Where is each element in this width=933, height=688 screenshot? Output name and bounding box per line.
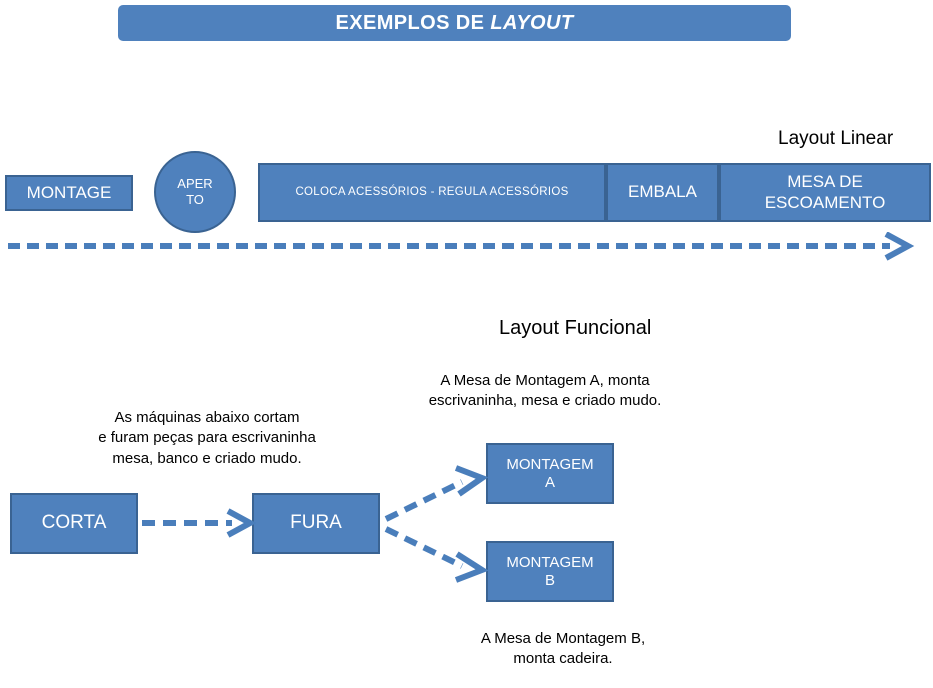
slide-title-banner: EXEMPLOS DE LAYOUT (118, 5, 791, 41)
station-box-mesa-de-escoamento[interactable]: MESA DE ESCOAMENTO (719, 163, 931, 222)
process-box-fura[interactable]: FURA (252, 493, 380, 554)
process-box-montagem-a-line2: A (544, 473, 555, 491)
edge-corta-to-fura (142, 508, 257, 538)
page-title-emphasis: LAYOUT (490, 11, 574, 34)
edge-fura-to-montagem-b (384, 526, 489, 583)
note-maquinas-line2: e furam peças para escrivaninha (98, 429, 316, 447)
station-box-montage[interactable]: MONTAGE (5, 175, 133, 211)
station-box-mesa-de-escoamento-line1: MESA DE (787, 172, 863, 192)
process-box-montagem-b-line2: B (544, 571, 555, 589)
note-maquinas: As máquinas abaixo cortam e furam peças … (62, 408, 352, 469)
station-circle-aperto[interactable]: APER TO (154, 151, 236, 233)
process-box-montagem-a[interactable]: MONTAGEM A (486, 443, 614, 504)
process-box-corta[interactable]: CORTA (10, 493, 138, 554)
page-title-prefix: EXEMPLOS DE (335, 11, 491, 34)
process-box-montagem-b[interactable]: MONTAGEM B (486, 541, 614, 602)
station-box-acessorios[interactable]: COLOCA ACESSÓRIOS - REGULA ACESSÓRIOS (258, 163, 606, 222)
station-box-mesa-de-escoamento-line2: ESCOAMENTO (764, 192, 886, 212)
linear-layout-label: Layout Linear (778, 128, 894, 149)
linear-flow-arrow (8, 232, 915, 261)
note-montagem-b-line1: A Mesa de Montagem B, (480, 630, 646, 647)
page-title: EXEMPLOS DE LAYOUT (336, 12, 574, 35)
linear-flow-arrow-head (884, 232, 915, 261)
note-maquinas-line1: As máquinas abaixo cortam (114, 409, 300, 426)
note-montagem-a-line2: escrivaninha, mesa e criado mudo. (428, 392, 662, 410)
note-montagem-a-line1: A Mesa de Montagem A, monta (440, 372, 650, 389)
process-box-montagem-a-line1: MONTAGEM (506, 455, 594, 473)
note-montagem-b: A Mesa de Montagem B, monta cadeira. (418, 629, 708, 670)
station-circle-aperto-line1: APER (177, 175, 213, 191)
note-montagem-b-line2: monta cadeira. (513, 650, 613, 668)
note-maquinas-line3: mesa, banco e criado mudo. (112, 449, 302, 467)
station-circle-aperto-line2: TO (186, 192, 204, 207)
station-box-embala[interactable]: EMBALA (606, 163, 719, 222)
process-box-montagem-b-line1: MONTAGEM (506, 553, 594, 571)
functional-layout-label: Layout Funcional (499, 317, 652, 339)
edge-fura-to-montagem-a (384, 465, 489, 522)
note-montagem-a: A Mesa de Montagem A, monta escrivaninha… (400, 371, 690, 412)
